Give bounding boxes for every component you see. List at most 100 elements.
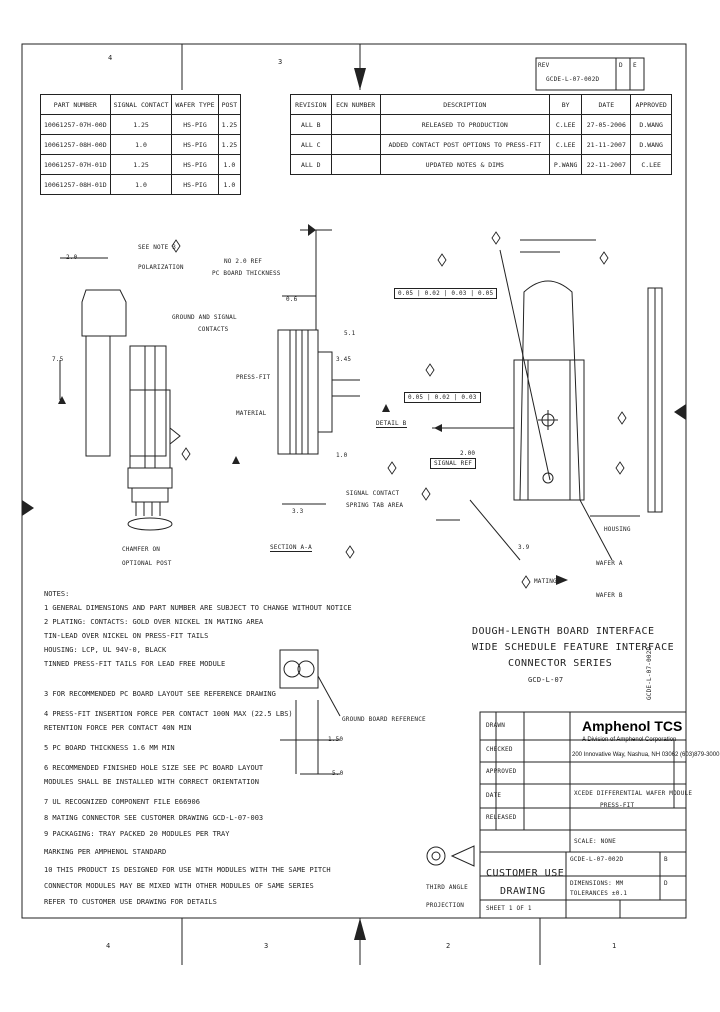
table-cell: HS-PIG xyxy=(171,114,219,135)
rev-header-col2: E xyxy=(633,62,637,69)
dim-value: 5.0 xyxy=(332,770,344,777)
label-signal-contact: SIGNAL CONTACT xyxy=(346,490,400,497)
label-signal-ref: SIGNAL REF xyxy=(430,458,477,469)
table-cell: P.WANG xyxy=(548,154,583,175)
note-line: 8 MATING CONNECTOR SEE CUSTOMER DRAWING … xyxy=(44,814,264,822)
label-ground-ref: GROUND BOARD REFERENCE xyxy=(342,716,426,723)
table-cell: C.LEE xyxy=(630,154,672,175)
rev-header-value: GCDE-L-07-002D xyxy=(546,76,600,83)
note-line: 10 THIS PRODUCT IS DESIGNED FOR USE WITH… xyxy=(44,866,331,874)
table-cell: 1.0 xyxy=(217,154,242,175)
third-angle-label: THIRD ANGLE xyxy=(426,884,468,891)
table-cell: 1.0 xyxy=(109,134,173,155)
table-cell: 1.25 xyxy=(109,114,173,135)
rev-header-label: REV xyxy=(538,62,550,69)
label-spring-tab: SPRING TAB AREA xyxy=(346,502,404,509)
title-row-label: CHECKED xyxy=(486,746,513,753)
table-cell: RELEASED TO PRODUCTION xyxy=(379,114,551,135)
col-header: SIGNAL CONTACT xyxy=(109,94,173,115)
zone-marker-bottom-4: 4 xyxy=(106,942,111,950)
note-line: 1 GENERAL DIMENSIONS AND PART NUMBER ARE… xyxy=(44,604,352,612)
dim-value: 1.0 xyxy=(336,452,348,459)
table-cell: 1.25 xyxy=(109,154,173,175)
table-cell: 10061257-08H-01D xyxy=(40,174,111,195)
note-line: TINNED PRESS-FIT TAILS FOR LEAD FREE MOD… xyxy=(44,660,226,668)
zone-marker-bottom-3: 3 xyxy=(264,942,269,950)
title-row-label: APPROVED xyxy=(486,768,517,775)
product-title-line1: DOUGH-LENGTH BOARD INTERFACE xyxy=(472,626,655,637)
table-cell: 1.25 xyxy=(217,134,242,155)
table-cell: 27-05-2006 xyxy=(581,114,632,135)
label-wafer-b: WAFER B xyxy=(596,592,623,599)
units-label: DIMENSIONS: MM xyxy=(570,880,624,887)
dim-value: 5.1 xyxy=(344,330,356,337)
title-row-label: DRAWN xyxy=(486,722,506,729)
part-number-table: PART NUMBER SIGNAL CONTACT WAFER TYPE PO… xyxy=(40,94,242,195)
table-row: ALL B RELEASED TO PRODUCTION C.LEE 27-05… xyxy=(290,114,672,135)
title-row-label: DATE xyxy=(486,792,502,799)
col-header: BY xyxy=(548,94,583,115)
drawing-description: XCEDE DIFFERENTIAL WAFER MODULE xyxy=(574,790,693,797)
note-line: REFER TO CUSTOMER USE DRAWING FOR DETAIL… xyxy=(44,898,217,906)
product-title-line3: CONNECTOR SERIES xyxy=(508,658,613,669)
tolerance-label: TOLERANCES ±0.1 xyxy=(570,890,628,897)
side-stamp: GCDE-L-07-002D xyxy=(646,646,653,700)
dwg-no: GCDE-L-07-002D xyxy=(570,856,624,863)
table-row: 10061257-07H-00D 1.25 HS-PIG 1.25 xyxy=(40,114,242,135)
dim-value: 3.9 xyxy=(518,544,530,551)
table-cell: 10061257-07H-01D xyxy=(40,154,111,175)
table-cell: C.LEE xyxy=(548,134,583,155)
dim-value: 2.0 xyxy=(66,254,78,261)
label-detail-b: DETAIL B xyxy=(376,420,407,428)
table-row: 10061257-08H-00D 1.0 HS-PIG 1.25 xyxy=(40,134,242,155)
dim-value: 2.00 xyxy=(460,450,476,457)
company-logo: Amphenol TCS xyxy=(582,718,683,734)
table-cell: HS-PIG xyxy=(171,154,219,175)
table-cell: 10061257-08H-00D xyxy=(40,134,111,155)
rev-letter: D xyxy=(664,880,668,887)
table-cell: 1.0 xyxy=(217,174,242,195)
table-cell: UPDATED NOTES & DIMS xyxy=(379,154,551,175)
zone-marker-bottom-2: 2 xyxy=(446,942,451,950)
table-cell: ALL C xyxy=(290,134,332,155)
label-press-fit: PRESS-FIT xyxy=(236,374,271,381)
table-cell: C.LEE xyxy=(548,114,583,135)
notes-title: NOTES: xyxy=(44,590,70,598)
zone-marker-top-4: 4 xyxy=(108,54,113,62)
dim-value: 3.3 xyxy=(292,508,304,515)
table-cell: 1.25 xyxy=(217,114,242,135)
col-header: PART NUMBER xyxy=(40,94,111,115)
table-row: 10061257-08H-01D 1.0 HS-PIG 1.0 xyxy=(40,174,242,195)
note-line: MARKING PER AMPHENOL STANDARD xyxy=(44,848,167,856)
note-line: 9 PACKAGING: TRAY PACKED 20 MODULES PER … xyxy=(44,830,230,838)
col-header: APPROVED xyxy=(630,94,672,115)
note-line: 6 RECOMMENDED FINISHED HOLE SIZE SEE PC … xyxy=(44,764,264,772)
rev-header-col1: D xyxy=(619,62,623,69)
label-section-a-a: SECTION A-A xyxy=(270,544,312,552)
company-address: 200 Innovative Way, Nashua, NH 03062 (60… xyxy=(572,752,720,758)
table-cell: HS-PIG xyxy=(171,134,219,155)
label-contacts: CONTACTS xyxy=(198,326,229,333)
label-polarization: POLARIZATION xyxy=(138,264,184,271)
revision-table: REVISION ECN NUMBER DESCRIPTION BY DATE … xyxy=(290,94,672,175)
company-division: A Division of Amphenol Corporation xyxy=(582,737,677,743)
label-material: MATERIAL xyxy=(236,410,267,417)
table-row: 10061257-07H-01D 1.25 HS-PIG 1.0 xyxy=(40,154,242,175)
col-header: POST xyxy=(217,94,242,115)
product-title-line4: GCD-L-07 xyxy=(528,676,564,684)
table-header-row: REVISION ECN NUMBER DESCRIPTION BY DATE … xyxy=(290,94,672,115)
label-board-thickness: PC BOARD THICKNESS xyxy=(212,270,281,277)
drawing-label: DRAWING xyxy=(500,886,546,897)
table-cell: 21-11-2007 xyxy=(581,134,632,155)
note-line: 4 PRESS-FIT INSERTION FORCE PER CONTACT … xyxy=(44,710,293,718)
note-line: MODULES SHALL BE INSTALLED WITH CORRECT … xyxy=(44,778,259,786)
tolerance-frame: 0.05 | 0.02 | 0.03 | 0.05 xyxy=(394,288,498,299)
product-title-line2: WIDE SCHEDULE FEATURE INTERFACE xyxy=(472,642,675,653)
drawing-description-2: PRESS-FIT xyxy=(600,802,635,809)
title-row-label: RELEASED xyxy=(486,814,517,821)
table-cell: ALL D xyxy=(290,154,332,175)
label-wafer-a: WAFER A xyxy=(596,560,623,567)
note-line: CONNECTOR MODULES MAY BE MIXED WITH OTHE… xyxy=(44,882,314,890)
note-line: 7 UL RECOGNIZED COMPONENT FILE E66906 xyxy=(44,798,200,806)
scale-label: SCALE: NONE xyxy=(574,838,616,845)
